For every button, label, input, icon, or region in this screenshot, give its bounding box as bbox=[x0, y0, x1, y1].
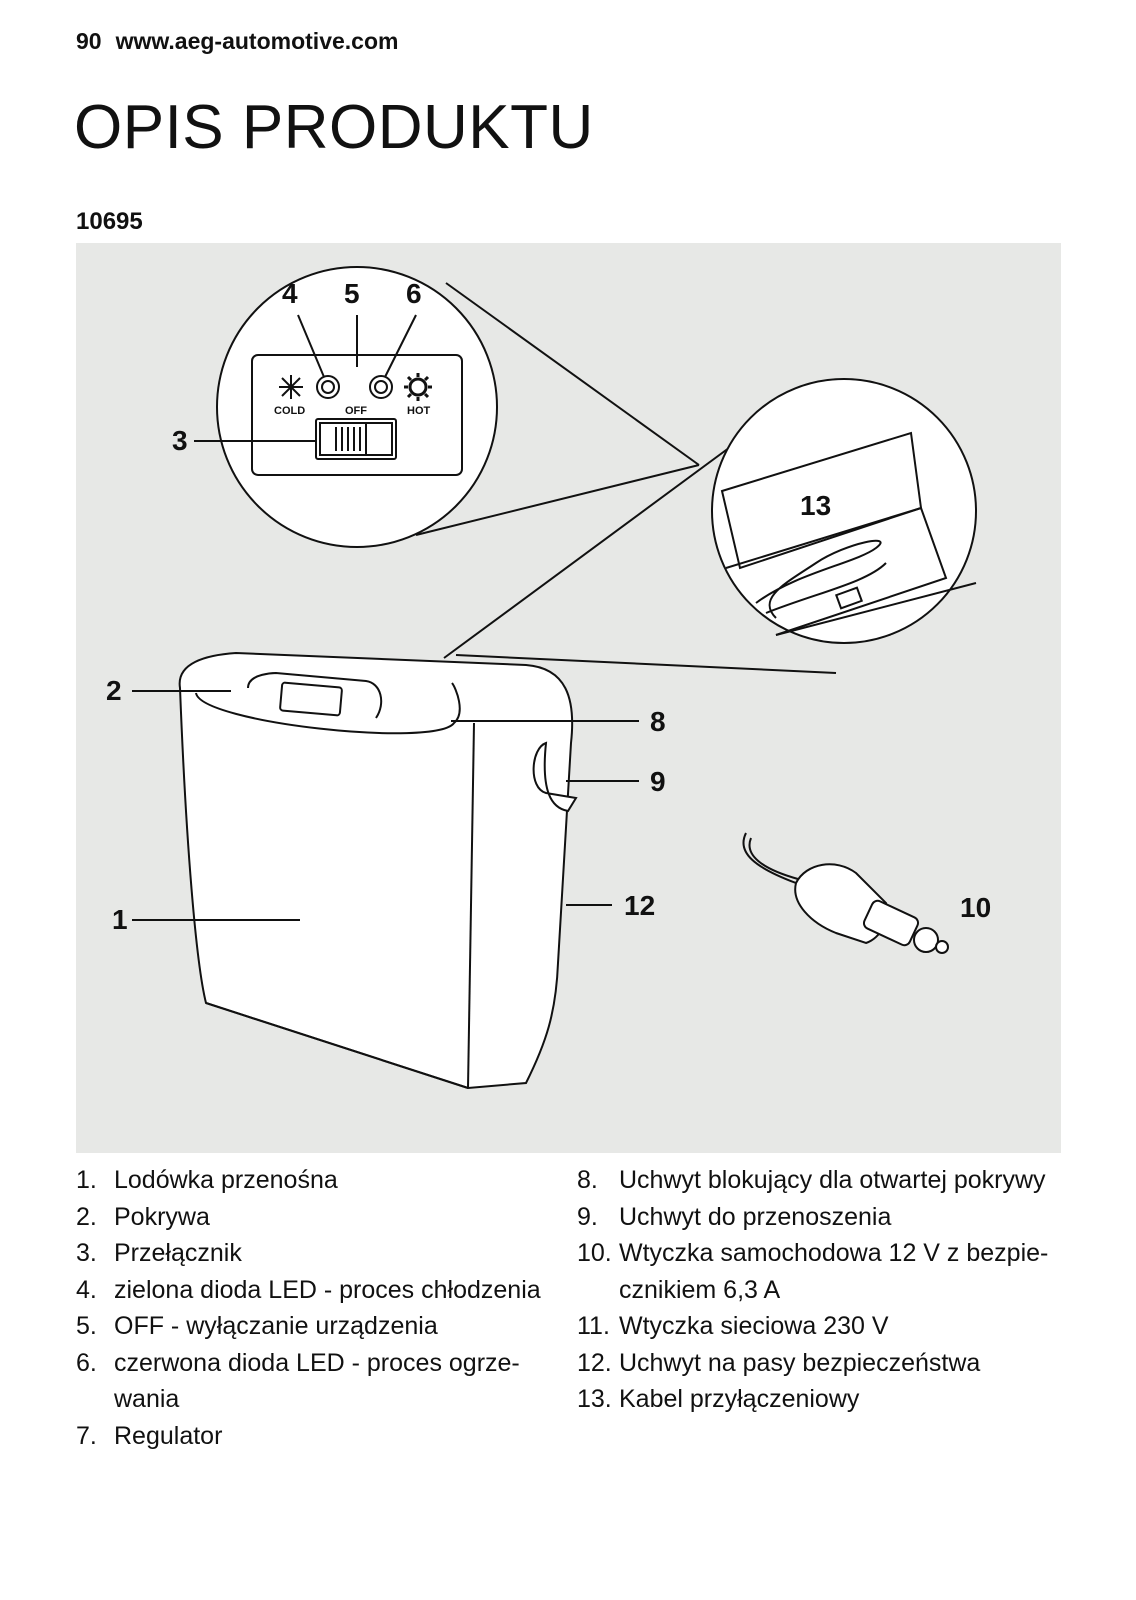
product-illustration: COLD OFF HOT bbox=[106, 266, 991, 1090]
callout-9: 9 bbox=[650, 766, 666, 797]
list-item: 11.Wtyczka sieciowa 230 V bbox=[577, 1312, 889, 1340]
model-number: 10695 bbox=[76, 208, 143, 235]
callout-5: 5 bbox=[344, 278, 360, 309]
page-header: 90 www.aeg-automotive.com bbox=[76, 28, 398, 55]
callout-8: 8 bbox=[650, 706, 666, 737]
list-item: 1.Lodówka przenośna bbox=[76, 1166, 338, 1194]
page-number: 90 bbox=[76, 28, 102, 54]
callout-6: 6 bbox=[406, 278, 422, 309]
callout-2: 2 bbox=[106, 675, 122, 706]
list-item: 3.Przełącznik bbox=[76, 1239, 242, 1267]
list-item: 7.Regulator bbox=[76, 1421, 223, 1450]
list-item: 9.Uchwyt do przenoszenia bbox=[577, 1202, 892, 1231]
callout-4: 4 bbox=[282, 278, 298, 309]
page-title: OPIS PRODUKTU bbox=[74, 93, 594, 162]
product-figure: COLD OFF HOT bbox=[76, 243, 1061, 1153]
list-item: 6.czerwona dioda LED - proces ogrze-wani… bbox=[76, 1348, 520, 1414]
list-item: 10.Wtyczka samochodowa 12 V z bezpie-czn… bbox=[577, 1239, 1049, 1304]
list-item: 8.Uchwyt blokujący dla otwartej pokrywy bbox=[577, 1166, 1046, 1194]
off-label: OFF bbox=[345, 405, 367, 417]
parts-list-left: 1.Lodówka przenośna 2.Pokrywa 3.Przełącz… bbox=[76, 1162, 556, 1454]
list-item: 4.zielona dioda LED - proces chłodzenia bbox=[76, 1275, 541, 1304]
list-item: 12.Uchwyt na pasy bezpieczeństwa bbox=[577, 1348, 981, 1377]
callout-12: 12 bbox=[624, 890, 655, 921]
website-link[interactable]: www.aeg-automotive.com bbox=[115, 28, 399, 54]
callout-3: 3 bbox=[172, 425, 188, 456]
cold-label: COLD bbox=[274, 405, 305, 417]
callout-1: 1 bbox=[112, 904, 128, 935]
list-item: 5.OFF - wyłączanie urządzenia bbox=[76, 1312, 438, 1340]
list-item: 13.Kabel przyłączeniowy bbox=[577, 1385, 860, 1413]
parts-list-right: 8.Uchwyt blokujący dla otwartej pokrywy … bbox=[577, 1162, 1067, 1418]
callout-13: 13 bbox=[800, 490, 831, 521]
hot-label: HOT bbox=[407, 405, 431, 417]
list-item: 2.Pokrywa bbox=[76, 1202, 210, 1231]
callout-10: 10 bbox=[960, 892, 991, 923]
